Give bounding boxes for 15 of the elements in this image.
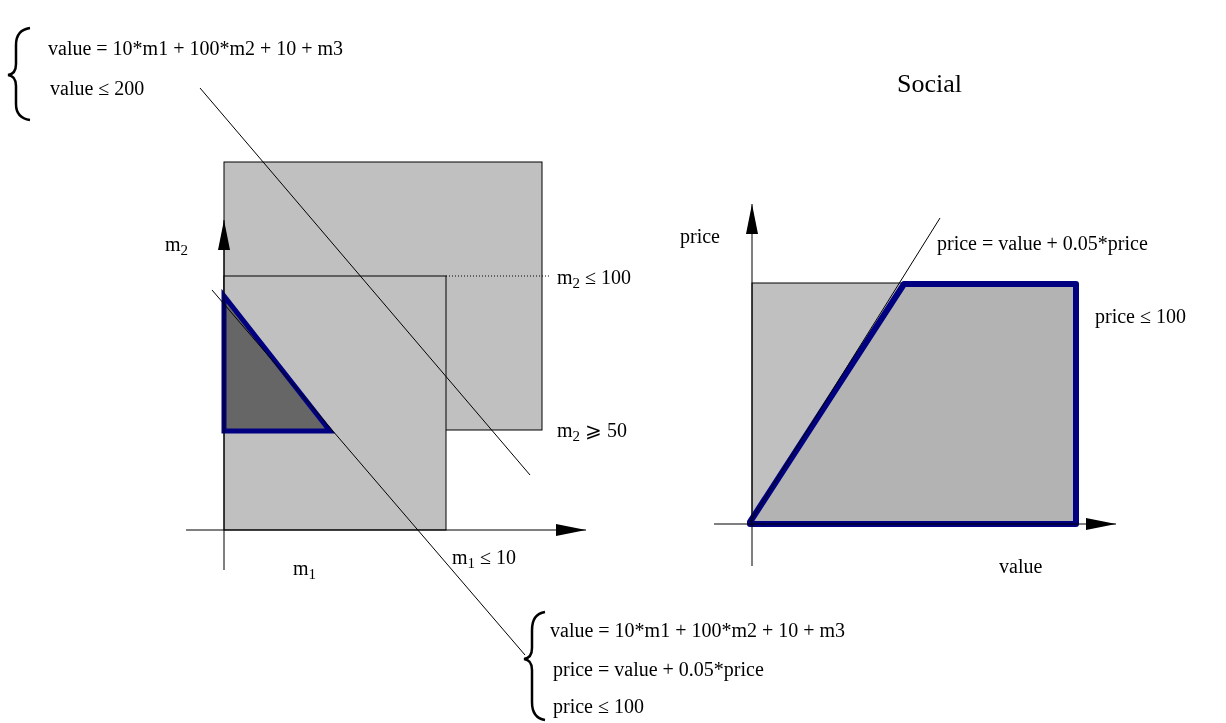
axis-label: price bbox=[680, 226, 720, 246]
title: Social bbox=[897, 71, 962, 97]
constraint-text: price ≤ 100 bbox=[1095, 306, 1186, 326]
equation-text: price = value + 0.05*price bbox=[937, 233, 1148, 253]
equation-text: value = 10*m1 + 100*m2 + 10 + m3 bbox=[48, 38, 344, 58]
constraint-text: price ≤ 100 bbox=[553, 696, 644, 716]
equation-text: price = value + 0.05*price bbox=[553, 659, 764, 679]
constraint-text: value ≤ 200 bbox=[50, 78, 145, 98]
axis-label: m$_{1}$ bbox=[293, 558, 317, 578]
axis-label: value bbox=[999, 556, 1043, 576]
constraint-text: m$_{1}$ ≤ 10 bbox=[452, 547, 517, 567]
constraint-text: m$_{2}$ ≤ 100 bbox=[557, 267, 632, 287]
equation-text: value = 10*m1 + 100*m2 + 10 + m3 bbox=[550, 620, 846, 640]
constraint-text: m$_{2}$ ⩾ 50 bbox=[557, 420, 628, 440]
axis-label: m$_{2}$ bbox=[165, 234, 189, 254]
